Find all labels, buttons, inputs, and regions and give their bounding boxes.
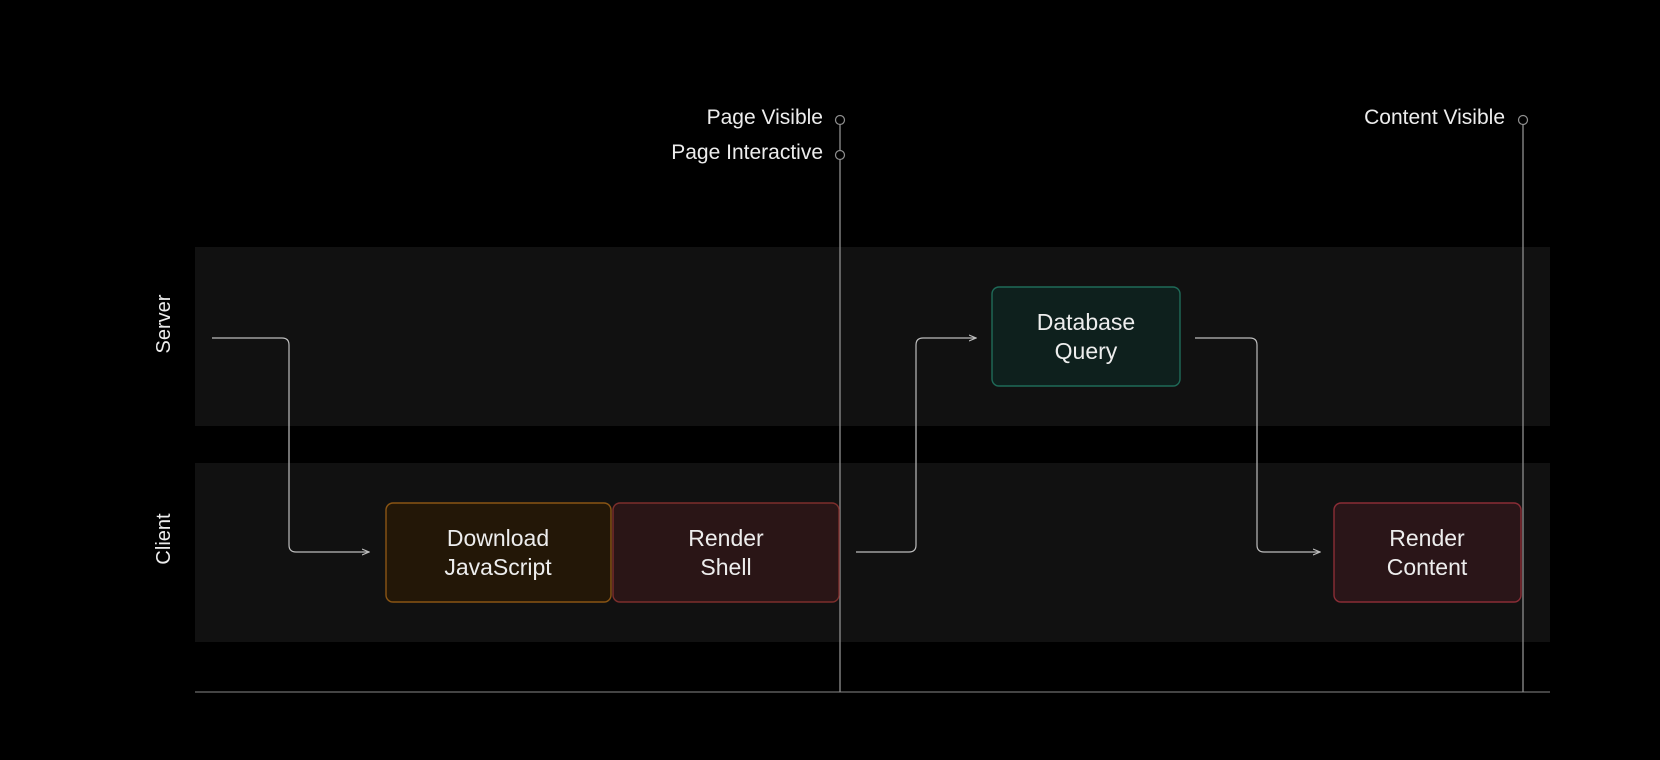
database-query-label-line1: Database (1037, 309, 1135, 335)
render-content-box: Render Content (1333, 502, 1522, 603)
shell-to-database-connector (856, 338, 976, 553)
database-to-content-connector (1195, 337, 1320, 552)
download-javascript-label-line1: Download (447, 525, 549, 551)
download-javascript-label-line2: JavaScript (444, 554, 552, 580)
request-to-download-connector (212, 337, 369, 552)
database-query-label-line2: Query (1055, 338, 1118, 364)
render-content-label-line2: Content (1387, 554, 1468, 580)
render-shell-label-line1: Render (688, 525, 764, 551)
page-visible-label: Page Visible (707, 106, 823, 129)
render-shell-label-line2: Shell (700, 554, 751, 580)
client-lane-label: Client (153, 513, 175, 565)
content-visible-label: Content Visible (1364, 106, 1505, 129)
page-visible-marker-icon (834, 114, 846, 126)
content-visible-marker-icon (1517, 114, 1529, 126)
page-interactive-label: Page Interactive (671, 141, 823, 164)
page-interactive-marker-icon (834, 149, 846, 161)
render-content-label-line1: Render (1389, 525, 1465, 551)
database-query-box: Database Query (991, 286, 1181, 387)
server-lane-label: Server (153, 294, 175, 353)
download-javascript-box: Download JavaScript (385, 502, 612, 603)
render-shell-box: Render Shell (612, 502, 840, 603)
server-lane (195, 247, 1550, 426)
